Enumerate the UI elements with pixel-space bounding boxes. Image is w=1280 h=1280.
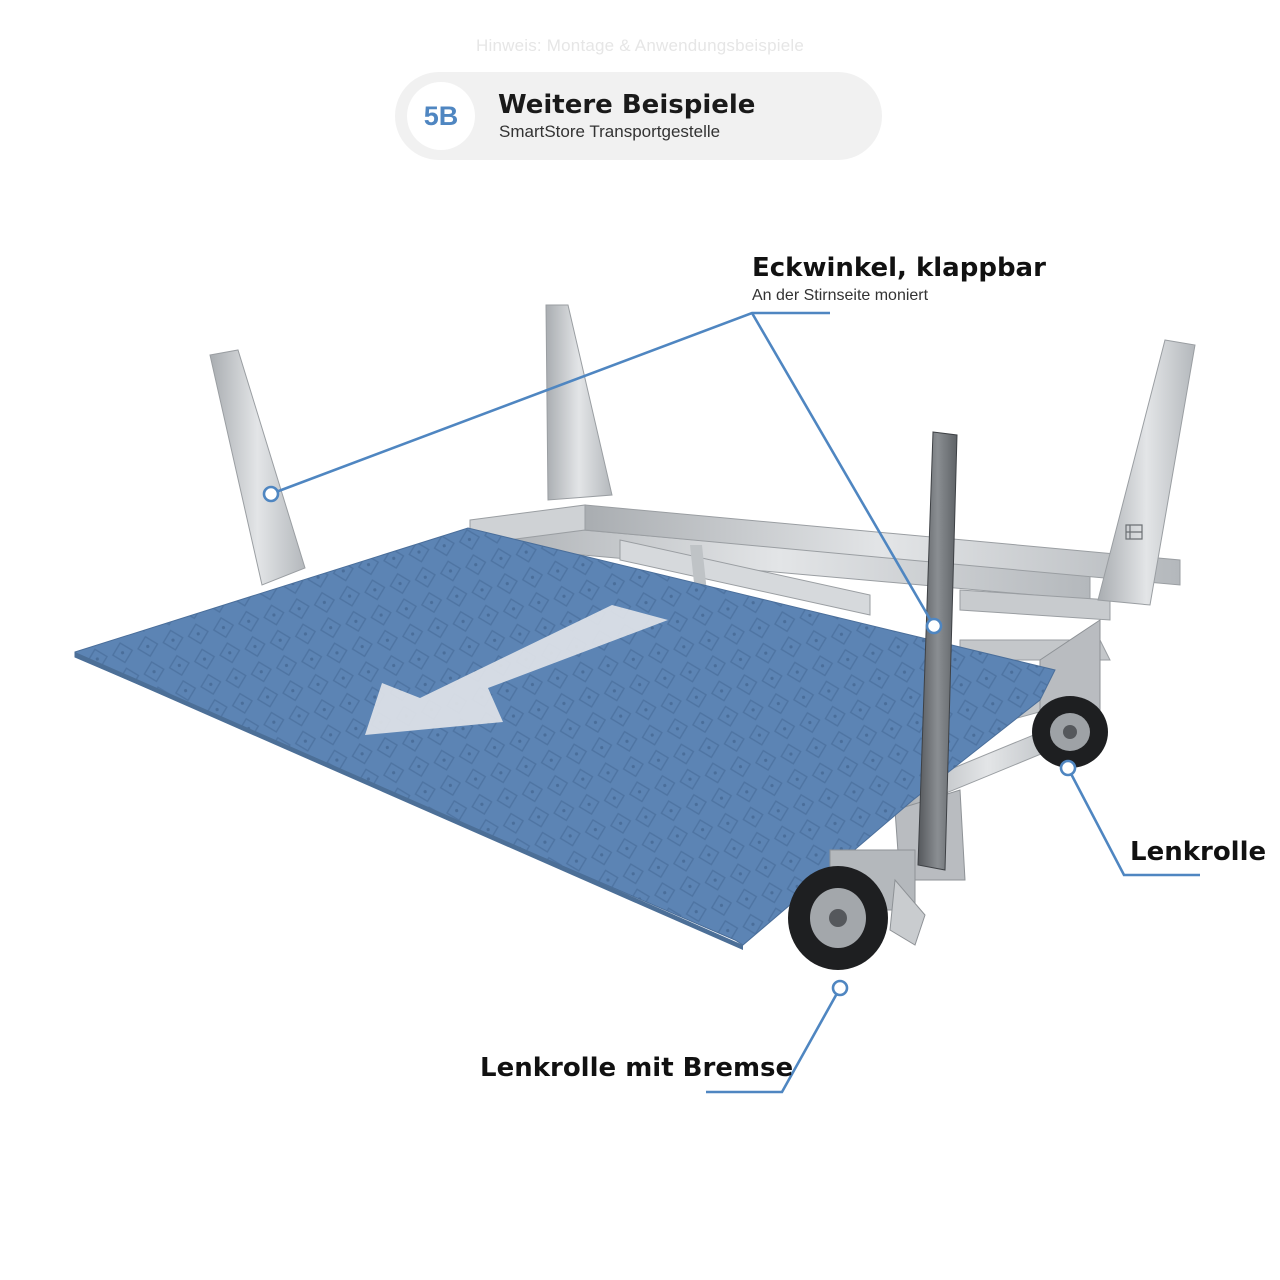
corner-post-back-left <box>209 349 306 586</box>
badge-title: Weitere Beispiele <box>498 90 756 120</box>
callout-markers <box>262 485 1077 997</box>
callout-caster-title: Lenkrolle <box>1130 837 1267 867</box>
badge-number: 5B <box>407 82 475 150</box>
arrow-icon <box>365 605 668 735</box>
corner-post-right <box>1097 339 1196 606</box>
section-badge: 5B Weitere Beispiele SmartStore Transpor… <box>395 72 882 160</box>
corner-bracket <box>1125 524 1143 540</box>
corner-post-front <box>917 431 958 871</box>
callout-corner-title: Eckwinkel, klappbar <box>752 253 1046 283</box>
caster-wheel-brake <box>788 849 926 970</box>
callout-lines <box>275 311 1200 1094</box>
corner-post-back-middle <box>545 304 613 501</box>
callout-corner-subtitle: An der Stirnseite moniert <box>752 287 929 304</box>
callout-caster-brake-title: Lenkrolle mit Bremse <box>480 1053 794 1083</box>
badge-subtitle: SmartStore Transportgestelle <box>499 122 721 141</box>
hint-text: Hinweis: Montage & Anwendungsbeispiele <box>476 36 804 55</box>
caster-wheel <box>1032 696 1108 768</box>
